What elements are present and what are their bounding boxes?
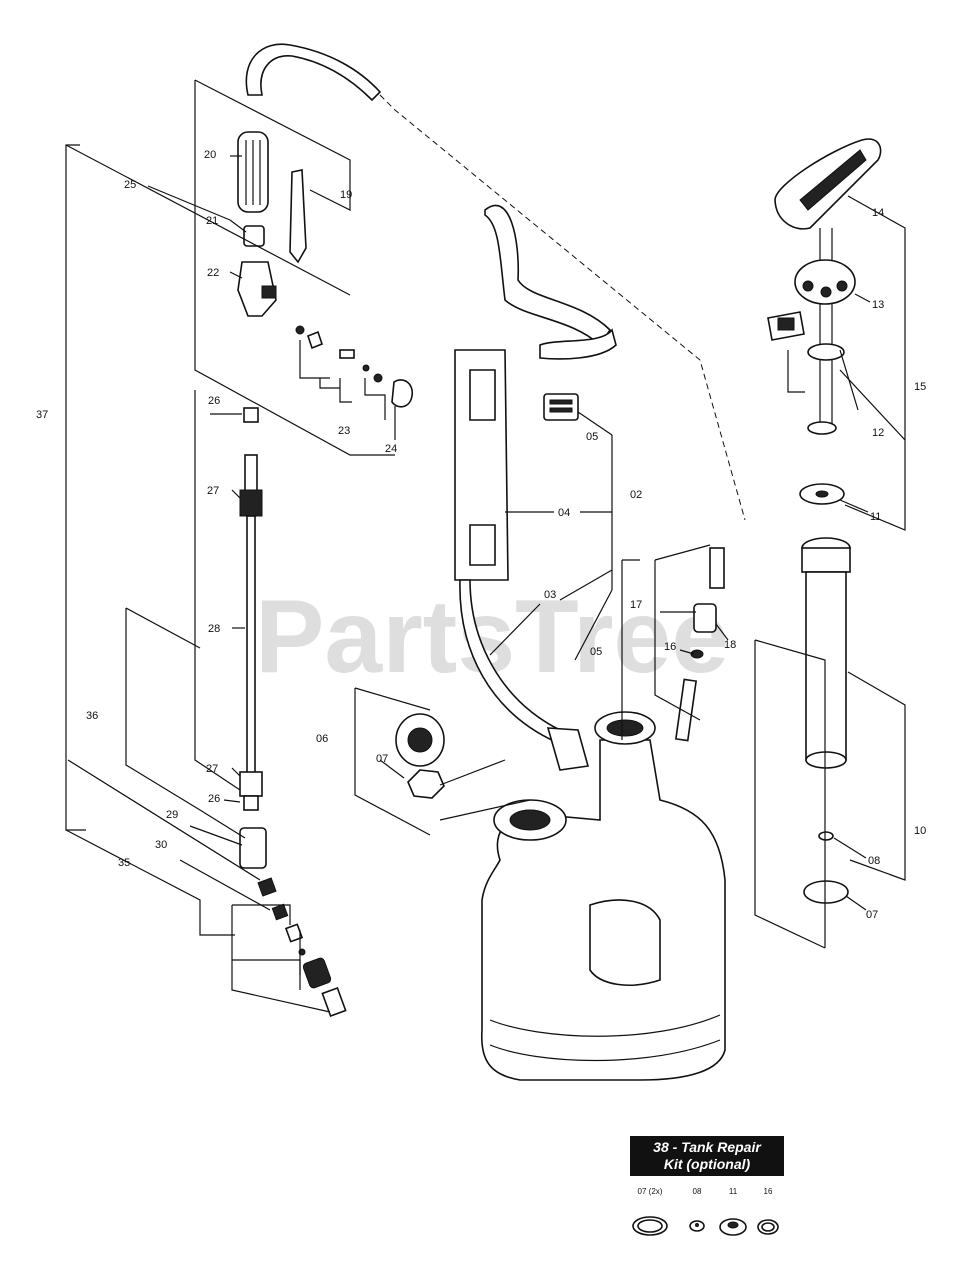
hose-part bbox=[245, 43, 746, 521]
callout-04: 04 bbox=[558, 507, 570, 519]
tank-cap-part bbox=[395, 713, 445, 799]
callout-labels: 20 19 25 21 22 26 23 24 37 27 28 36 27 2… bbox=[36, 149, 926, 921]
kit-oring-inner-icon bbox=[637, 1219, 663, 1233]
callout-06: 06 bbox=[316, 733, 328, 745]
callout-02: 02 bbox=[630, 489, 642, 501]
kit-item-label: 07 (2x) bbox=[638, 1187, 663, 1196]
callout-05-top: 05 bbox=[586, 431, 598, 443]
valve-body-part bbox=[237, 261, 277, 317]
callout-35: 35 bbox=[118, 857, 130, 869]
kit-title-line2: Kit (optional) bbox=[664, 1156, 751, 1172]
callout-05-bottom: 05 bbox=[590, 646, 602, 658]
callout-03: 03 bbox=[544, 589, 556, 601]
kit-ring-inner-icon bbox=[761, 1222, 775, 1232]
callout-29: 29 bbox=[166, 809, 178, 821]
clip-part bbox=[767, 311, 805, 341]
valve-small-parts bbox=[295, 325, 414, 408]
tank-repair-kit: 38 - Tank Repair Kit (optional) 07 (2x) … bbox=[630, 1136, 784, 1236]
callout-21: 21 bbox=[206, 215, 218, 227]
callout-07-left: 07 bbox=[376, 753, 388, 765]
trigger-lever-part bbox=[289, 169, 307, 264]
pressure-tube-part bbox=[674, 547, 725, 742]
kit-title-line1: 38 - Tank Repair bbox=[653, 1139, 762, 1155]
callout-18: 18 bbox=[724, 639, 736, 651]
callout-27-bottom: 27 bbox=[206, 763, 218, 775]
kit-item-label: 08 bbox=[693, 1187, 702, 1196]
wand-handle-part bbox=[237, 131, 269, 213]
callout-24: 24 bbox=[385, 443, 397, 455]
leader-lines bbox=[65, 79, 906, 1013]
pump-rod-part bbox=[819, 228, 833, 430]
pump-cylinder-part bbox=[801, 537, 851, 769]
kit-washer-hole-icon bbox=[727, 1221, 739, 1229]
shoulder-strap-part bbox=[454, 204, 617, 744]
callout-26-bottom: 26 bbox=[208, 793, 220, 805]
callout-26-top: 26 bbox=[208, 395, 220, 407]
tank-body-part bbox=[480, 711, 726, 1081]
kit-item-label: 11 bbox=[729, 1187, 738, 1196]
wand-tube-part bbox=[239, 454, 263, 811]
callout-28: 28 bbox=[208, 623, 220, 635]
fitting-26-top-part bbox=[243, 407, 259, 423]
callout-30: 30 bbox=[155, 839, 167, 851]
callout-11: 11 bbox=[870, 511, 881, 523]
buckle-part bbox=[543, 393, 590, 771]
pump-cap-part bbox=[794, 259, 856, 305]
callout-13: 13 bbox=[872, 299, 884, 311]
kit-title-box bbox=[630, 1136, 784, 1176]
oring-07-part bbox=[803, 880, 849, 904]
callout-15: 15 bbox=[914, 381, 926, 393]
callout-08: 08 bbox=[868, 855, 880, 867]
callout-14: 14 bbox=[872, 207, 884, 219]
callout-07-right: 07 bbox=[866, 909, 878, 921]
callout-36-top: 36 bbox=[86, 710, 98, 722]
pump-seal-part bbox=[799, 343, 845, 505]
pump-handle-part bbox=[774, 138, 882, 230]
callout-19: 19 bbox=[340, 189, 352, 201]
callout-37: 37 bbox=[36, 409, 48, 421]
kit-item-label: 16 bbox=[764, 1187, 773, 1196]
callout-22: 22 bbox=[207, 267, 219, 279]
nut-21-part bbox=[243, 225, 265, 247]
callout-12: 12 bbox=[872, 427, 884, 439]
kit-seal-hole-icon bbox=[695, 1223, 699, 1227]
callout-25: 25 bbox=[124, 179, 136, 191]
callout-27-top: 27 bbox=[207, 485, 219, 497]
seal-08-part bbox=[818, 831, 834, 841]
callout-23: 23 bbox=[338, 425, 350, 437]
callout-20: 20 bbox=[204, 149, 216, 161]
callout-17: 17 bbox=[630, 599, 642, 611]
nozzle-parts bbox=[239, 827, 347, 1018]
callout-16: 16 bbox=[664, 641, 676, 653]
callout-10: 10 bbox=[914, 825, 926, 837]
